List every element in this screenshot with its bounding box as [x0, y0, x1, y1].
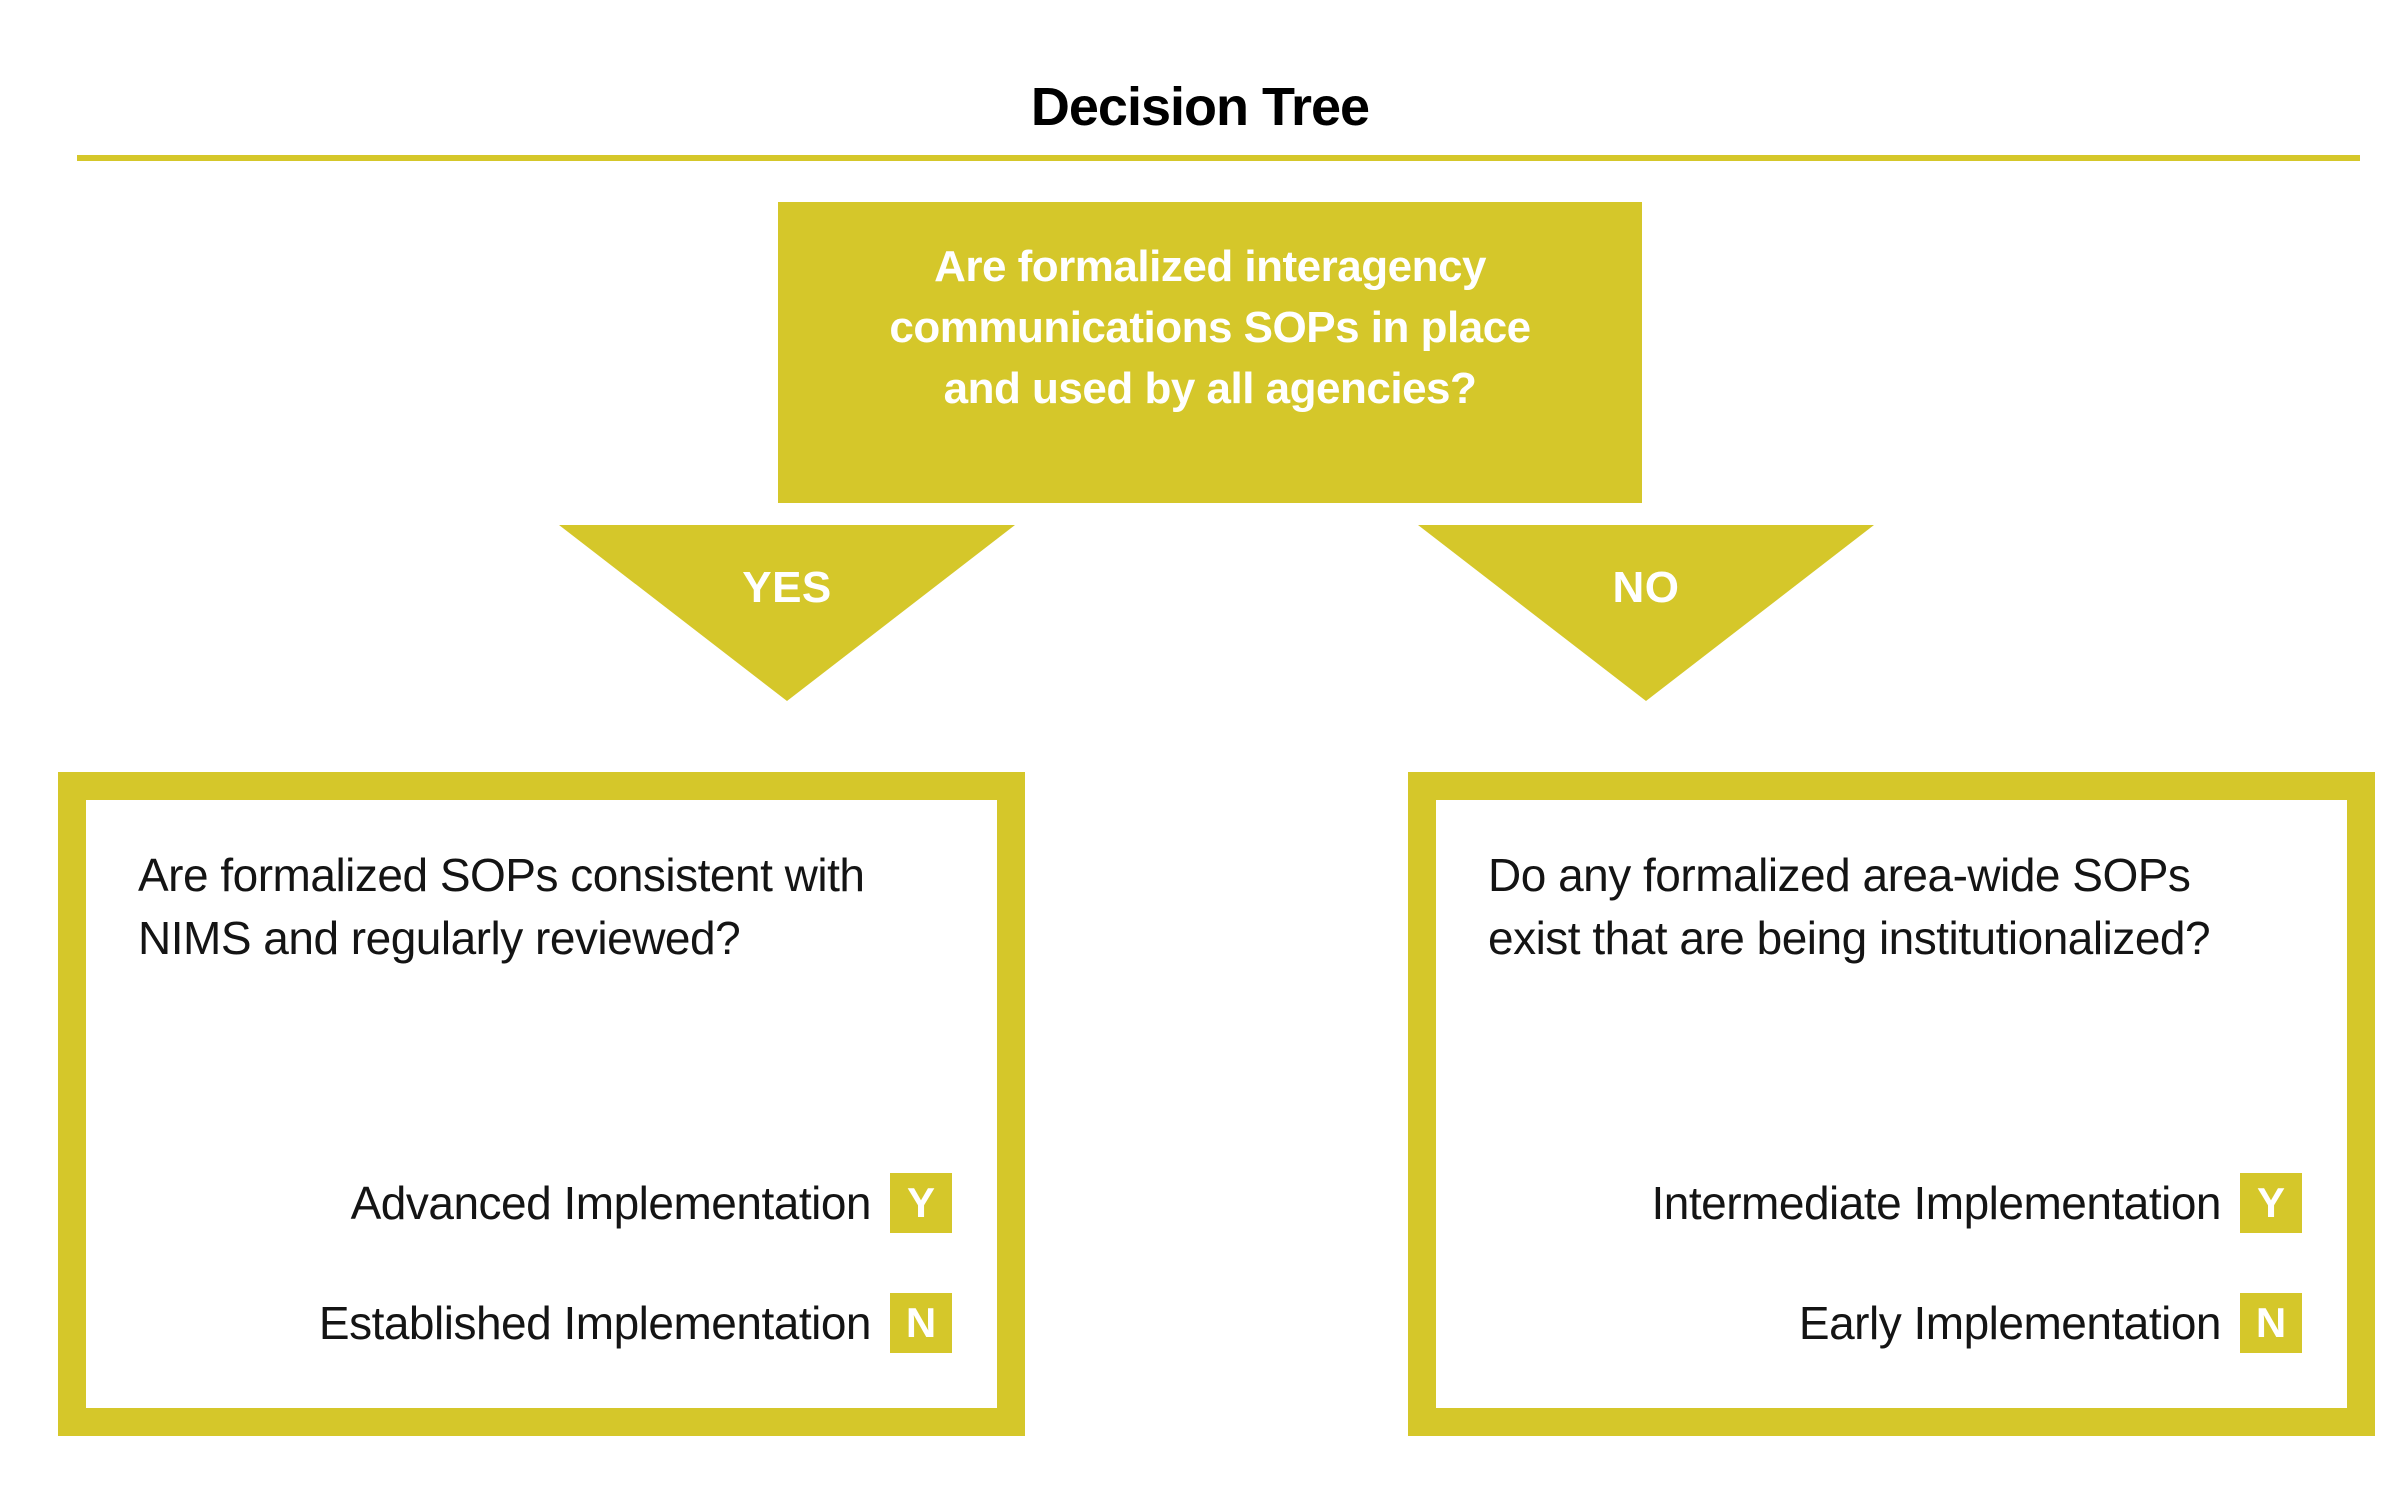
answer-label: Intermediate Implementation	[1651, 1177, 2222, 1229]
branch-question-text: Do any formalized area-wide SOPs exist t…	[1488, 849, 2211, 964]
yes-badge: Y	[890, 1173, 952, 1233]
root-question-box: Are formalized interagency communication…	[778, 202, 1642, 503]
branch-question-text: Are formalized SOPs consistent with NIMS…	[138, 849, 865, 964]
down-triangle-icon	[1418, 525, 1874, 701]
yes-label: YES	[742, 563, 832, 612]
down-triangle-icon	[559, 525, 1015, 701]
branch-box-yes: Are formalized SOPs consistent with NIMS…	[58, 772, 1025, 1436]
answer-label: Early Implementation	[1798, 1297, 2222, 1349]
answer-row: Early Implementation N	[1436, 1292, 2302, 1354]
answer-label: Advanced Implementation	[350, 1177, 872, 1229]
no-badge: N	[890, 1293, 952, 1353]
answer-label: Established Implementation	[318, 1297, 872, 1349]
no-branch-arrow: NO	[1418, 525, 1874, 701]
branch-box-no: Do any formalized area-wide SOPs exist t…	[1408, 772, 2375, 1436]
yes-badge: Y	[2240, 1173, 2302, 1233]
no-label: NO	[1612, 563, 1680, 612]
page-title: Decision Tree	[1030, 77, 1370, 137]
answer-row: Intermediate Implementation Y	[1436, 1172, 2302, 1234]
no-badge: N	[2240, 1293, 2302, 1353]
root-question-text: Are formalized interagency communication…	[889, 242, 1531, 413]
yes-branch-arrow: YES	[559, 525, 1015, 701]
answer-row: Established Implementation N	[86, 1292, 952, 1354]
title-divider	[77, 155, 2360, 161]
answer-row: Advanced Implementation Y	[86, 1172, 952, 1234]
